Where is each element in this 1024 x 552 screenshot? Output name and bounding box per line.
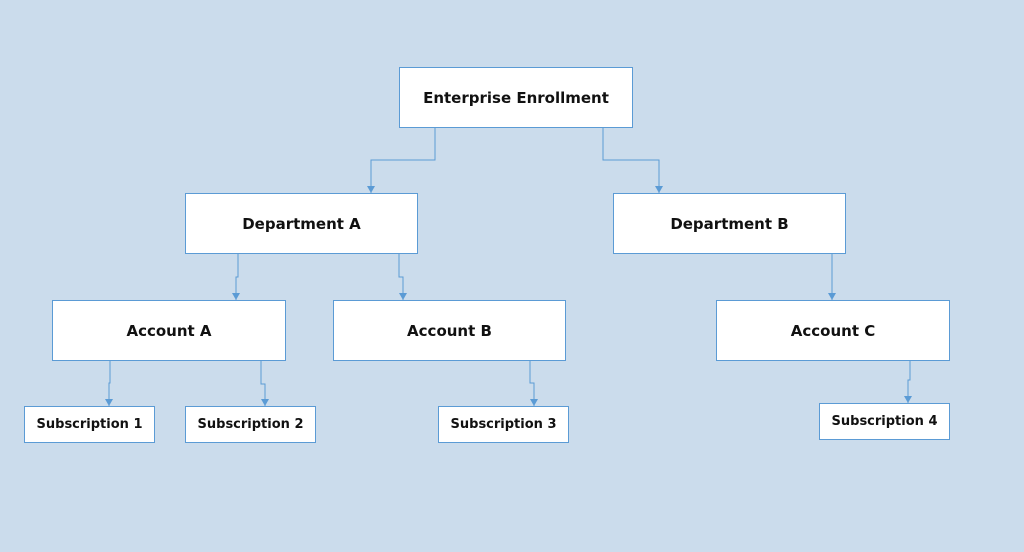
node-account-a: Account A	[52, 300, 286, 361]
connector-account-c-sub-4	[904, 360, 912, 403]
node-account-b: Account B	[333, 300, 566, 361]
node-subscription-3: Subscription 3	[438, 406, 569, 443]
node-subscription-1: Subscription 1	[24, 406, 155, 443]
node-subscription-2: Subscription 2	[185, 406, 316, 443]
connector-account-b-sub-3	[529, 360, 538, 406]
connector-enrollment-dept-a	[367, 127, 436, 193]
connector-account-a-sub-2	[260, 360, 269, 406]
node-subscription-4: Subscription 4	[819, 403, 950, 440]
connector-enrollment-dept-b	[602, 127, 663, 193]
node-enterprise-enrollment: Enterprise Enrollment	[399, 67, 633, 128]
connector-account-a-sub-1	[105, 360, 113, 406]
connector-dept-a-account-a	[232, 253, 240, 300]
node-department-b: Department B	[613, 193, 846, 254]
connector-dept-a-account-b	[398, 253, 407, 300]
node-account-c: Account C	[716, 300, 950, 361]
node-department-a: Department A	[185, 193, 418, 254]
